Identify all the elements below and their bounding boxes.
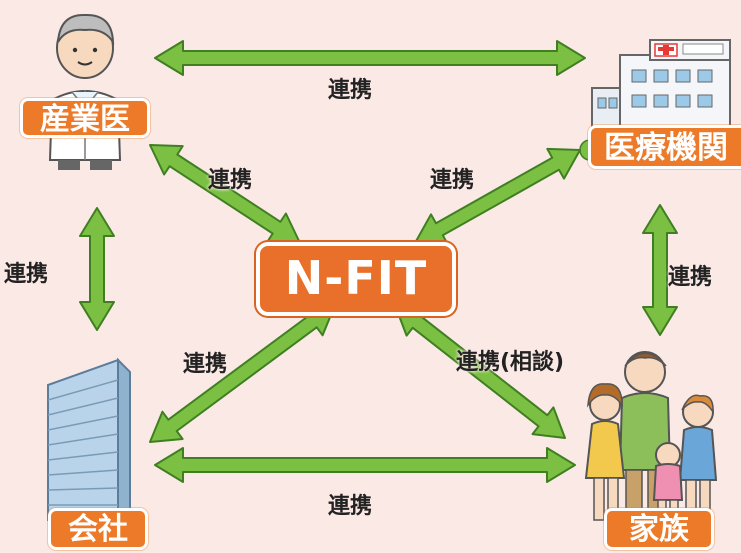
doctor-label: 産業医 [20,98,150,138]
arrow-doctor-company [79,207,115,331]
link-label-doctor-hospital: 連携 [328,78,373,103]
link-label-doctor-nfit: 連携 [208,168,253,193]
arrow-doctor-hospital [154,40,586,76]
link-label-company-nfit: 連携 [183,352,228,377]
arrow-hospital-family [642,204,678,336]
office-building-icon [47,357,131,521]
link-label-doctor-company: 連携 [4,262,49,287]
arrow-company-nfit [149,304,336,443]
hospital-label: 医療機関 [588,125,741,169]
family-label: 家族 [604,508,714,550]
link-label-company-family: 連携 [328,494,373,519]
company-label: 会社 [48,508,148,550]
family-icon [584,351,718,521]
link-label-hospital-nfit: 連携 [430,168,475,193]
n-fit-center-box: N-FIT [256,242,456,316]
doctor-icon [48,13,122,170]
arrow-company-family [154,447,576,483]
arrow-doctor-nfit [149,144,301,244]
link-label-family-nfit: 連携(相談) [456,350,565,375]
link-label-hospital-family: 連携 [668,265,713,290]
